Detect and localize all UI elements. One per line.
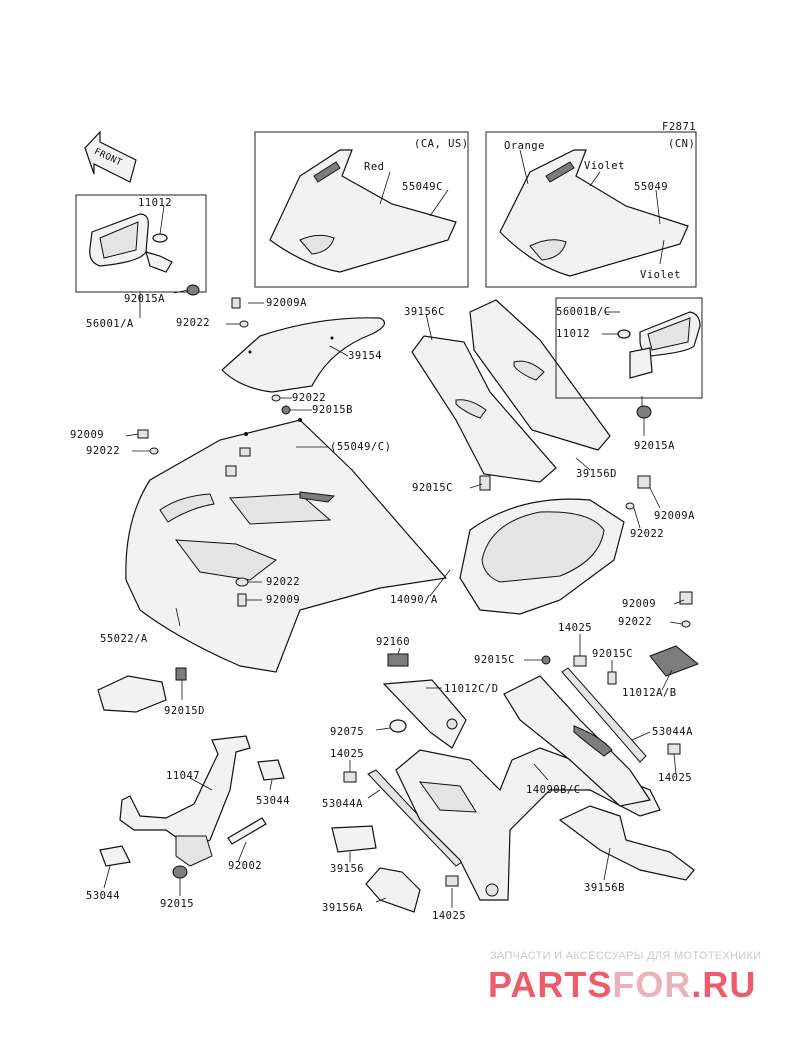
- part-label-14025-bottom: 14025: [432, 910, 467, 922]
- part-label-92022-left: 92022: [86, 445, 121, 457]
- part-14025-top: [573, 655, 587, 667]
- part-53044-bottom: [99, 845, 131, 867]
- part-label-92022-top: 92022: [176, 317, 211, 329]
- part-label-92009a-top: 92009A: [266, 297, 307, 309]
- part-label-92015d: 92015D: [164, 705, 205, 717]
- part-53044-top: [257, 759, 285, 781]
- part-label-39156: 39156: [330, 863, 365, 875]
- part-label-92160: 92160: [376, 636, 411, 648]
- region-label-ca-us: (CA, US): [414, 138, 469, 150]
- part-label-92015c-mid: 92015C: [474, 654, 515, 666]
- part-92075: [389, 719, 407, 733]
- part-label-39156b: 39156B: [584, 882, 625, 894]
- part-label-92015c-top: 92015C: [412, 482, 453, 494]
- front-arrow-icon: [84, 130, 137, 183]
- part-14025-bottom: [445, 875, 459, 887]
- part-label-39156c: 39156C: [404, 306, 445, 318]
- part-label-14090a: 14090/A: [390, 594, 438, 606]
- watermark-logo-part1: PARTS: [488, 964, 613, 1005]
- region-label-cn: (CN): [668, 138, 696, 150]
- part-label-92002: 92002: [228, 860, 263, 872]
- part-label-92075: 92075: [330, 726, 365, 738]
- part-92160: [387, 653, 409, 667]
- part-label-14025-left: 14025: [330, 748, 365, 760]
- color-label-violet-top: Violet: [584, 160, 625, 172]
- part-14090bc-inner-fairing: [395, 675, 661, 901]
- part-label-53044-bottom: 53044: [86, 890, 121, 902]
- part-label-92022-mid: 92022: [292, 392, 327, 404]
- upper-cowl-ca-us: [269, 149, 457, 273]
- mirror-left-box: [75, 194, 207, 293]
- part-92002-bolt: [227, 817, 267, 845]
- mirror-left-part: [89, 213, 200, 296]
- mirror-right-part: [617, 311, 701, 419]
- part-label-92009-left: 92009: [70, 429, 105, 441]
- color-label-violet-bottom: Violet: [640, 269, 681, 281]
- part-label-11012-right: 11012: [556, 328, 591, 340]
- small-fasteners: [137, 297, 693, 685]
- cowl-ca-us-box: [254, 131, 469, 288]
- part-39156a: [365, 867, 421, 913]
- color-label-red: Red: [364, 161, 385, 173]
- upper-cowl-cn: [499, 149, 689, 277]
- part-label-53044a-left: 53044A: [322, 798, 363, 810]
- part-label-39156d: 39156D: [576, 468, 617, 480]
- part-label-92022-right2: 92022: [618, 616, 653, 628]
- part-11012ab: [649, 645, 699, 677]
- part-label-11012cd: 11012C/D: [444, 683, 499, 695]
- part-label-92009a-right: 92009A: [654, 510, 695, 522]
- part-label-55049c-ref: (55049/C): [330, 441, 392, 453]
- part-14025-right: [667, 743, 681, 755]
- watermark-logo: PARTSFOR.RU: [488, 964, 756, 1006]
- mirror-right-box: [555, 297, 703, 399]
- part-55022a-upper-cowl: [125, 418, 448, 673]
- part-11012cd: [382, 679, 467, 749]
- part-39154: [221, 317, 386, 393]
- part-11047-stay: [119, 735, 251, 879]
- watermark-logo-part2: FOR: [612, 964, 692, 1005]
- part-53044a-right: [561, 667, 647, 763]
- part-39156b: [558, 805, 695, 881]
- part-label-39156a: 39156A: [322, 902, 363, 914]
- part-label-39154: 39154: [348, 350, 383, 362]
- part-label-92015c-right: 92015C: [592, 648, 633, 660]
- part-label-11047: 11047: [166, 770, 201, 782]
- part-label-92015a-right: 92015A: [634, 440, 675, 452]
- part-label-92009-low: 92009: [266, 594, 301, 606]
- part-label-11012ab: 11012A/B: [622, 687, 677, 699]
- part-label-92009-right2: 92009: [622, 598, 657, 610]
- watermark-logo-part3: .RU: [691, 964, 757, 1005]
- part-label-53044a-right: 53044A: [652, 726, 693, 738]
- part-label-55022a: 55022/A: [100, 633, 148, 645]
- part-label-92015b: 92015B: [312, 404, 353, 416]
- leader-lines: [103, 149, 685, 908]
- part-label-14025-right: 14025: [658, 772, 693, 784]
- figure-code: F2871: [662, 121, 697, 133]
- part-label-92015a-left: 92015A: [124, 293, 165, 305]
- part-label-92022-right: 92022: [630, 528, 665, 540]
- part-label-55049c: 55049C: [402, 181, 443, 193]
- part-14025-left: [343, 771, 357, 783]
- color-label-orange: Orange: [504, 140, 545, 152]
- part-label-92022-low: 92022: [266, 576, 301, 588]
- part-14090a-meter-panel: [459, 498, 625, 615]
- part-label-56001a: 56001/A: [86, 318, 134, 330]
- part-label-56001bc: 56001B/C: [556, 306, 611, 318]
- watermark-tagline: ЗАПЧАСТИ И АКСЕССУАРЫ ДЛЯ МОТОТЕХНИКИ: [490, 950, 762, 962]
- part-39156: [331, 825, 377, 853]
- part-92015d: [97, 667, 187, 713]
- part-label-55049: 55049: [634, 181, 669, 193]
- part-label-92015: 92015: [160, 898, 195, 910]
- part-label-11012-left: 11012: [138, 197, 173, 209]
- part-label-14025-top: 14025: [558, 622, 593, 634]
- cowl-cn-box: [485, 131, 697, 288]
- part-label-14090bc: 14090B/C: [526, 784, 581, 796]
- part-label-53044-top: 53044: [256, 795, 291, 807]
- part-39156c-39156d: [411, 299, 611, 483]
